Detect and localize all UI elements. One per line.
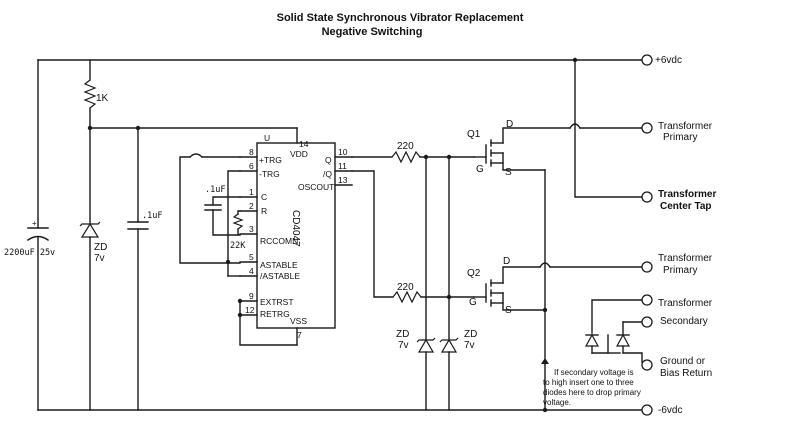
- zener-left: [416, 156, 436, 411]
- schematic-subtitle: Negative Switching: [322, 26, 423, 38]
- terminal-tp2[interactable]: [641, 261, 653, 273]
- ic-part-name: CD4047: [290, 210, 301, 247]
- resistor-1k-label: 1K: [96, 93, 109, 104]
- resistor-1k: [83, 59, 97, 129]
- capacitor-timing: [204, 196, 241, 236]
- ic-pin-12-label: RETRG: [260, 309, 290, 319]
- label-ct-line1: Transformer: [658, 189, 716, 200]
- label-pos6: +6vdc: [655, 55, 682, 66]
- ic-pin-6-num: 6: [249, 161, 254, 171]
- note-line-1: If secondary voltage is: [554, 368, 634, 377]
- q1-label: Q1: [467, 129, 481, 140]
- cap-timing-label: .1uF: [205, 185, 225, 195]
- q2-label: Q2: [467, 268, 481, 279]
- ic-pin-10-label: Q: [325, 155, 332, 165]
- q2-g-label: G: [469, 297, 477, 308]
- ic-pin-3-label: RCCOMN: [260, 236, 298, 246]
- ic-pin-11-num: 11: [338, 161, 347, 171]
- zener-right-label: ZD: [464, 329, 477, 340]
- label-neg6: -6vdc: [658, 405, 682, 416]
- mosfet-q1: [473, 127, 571, 171]
- ic-pin-5-num: 5: [249, 252, 254, 262]
- note-line-4: voltage.: [543, 398, 571, 407]
- label-tp2-line1: Transformer: [658, 253, 713, 264]
- note-line-3: diodes here to drop primary: [543, 388, 641, 397]
- terminal-neg6[interactable]: [641, 404, 653, 416]
- q1-d-label: D: [506, 119, 513, 130]
- resistor-220-bot: [392, 290, 422, 304]
- ic-pin14: 14: [299, 139, 309, 149]
- ic-u-label: U: [264, 133, 270, 143]
- ic-vdd: VDD: [290, 149, 308, 159]
- ic-pin-4-num: 4: [249, 266, 254, 276]
- zener-left-label: ZD: [396, 329, 409, 340]
- ic-vss: VSS: [290, 316, 307, 326]
- ic-pin-5-label: ASTABLE: [260, 260, 298, 270]
- terminal-ts[interactable]: [641, 294, 653, 306]
- cap-2200uf-label: 2200uF 25v: [4, 248, 55, 258]
- label-gnd-line1: Ground or: [660, 356, 706, 367]
- note-line-2: to high insert one to three: [543, 378, 634, 387]
- terminal-ts-tap[interactable]: [641, 316, 653, 328]
- capacitor-2200uf: +: [27, 59, 49, 411]
- zener-main-label: ZD: [94, 242, 107, 253]
- bias-diodes: [584, 299, 643, 363]
- ic-pin-10-num: 10: [338, 147, 348, 157]
- ic-pin-1-label: C: [261, 192, 267, 202]
- schematic-title: Solid State Synchronous Vibrator Replace…: [277, 12, 524, 24]
- ic-pin-6-label: -TRG: [259, 169, 280, 179]
- zener-right: [439, 156, 459, 411]
- q2-d-label: D: [503, 256, 510, 267]
- mosfet-q2: [473, 266, 546, 311]
- resistor-22k: [232, 210, 244, 236]
- zener-main-voltage: 7v: [94, 253, 105, 264]
- label-ts-line2: Secondary: [660, 316, 708, 327]
- cap-0-1uf-label: .1uF: [142, 211, 162, 221]
- label-tp1-line2: Primary: [663, 132, 697, 143]
- label-tp2-line2: Primary: [663, 265, 697, 276]
- label-tp1-line1: Transformer: [658, 121, 713, 132]
- q2-s-label: S: [505, 305, 512, 316]
- ic-pin-9-label: EXTRST: [260, 297, 294, 307]
- ic-pin-3-num: 3: [249, 224, 254, 234]
- terminal-gnd[interactable]: [641, 359, 653, 371]
- label-gnd-line2: Bias Return: [660, 368, 712, 379]
- q1-s-label: S: [505, 167, 512, 178]
- resistor-22k-label: 22K: [230, 241, 246, 251]
- zener-main: [79, 127, 101, 411]
- capacitor-0-1uf: [127, 127, 149, 411]
- ic-pin-8-num: 8: [249, 147, 254, 157]
- terminal-pos6[interactable]: [641, 54, 653, 66]
- ic-pin-9-num: 9: [249, 291, 254, 301]
- ic-pin-11-label: /Q: [323, 169, 332, 179]
- ic-pin-8-label: +TRG: [259, 155, 282, 165]
- ic-pin-1-num: 1: [249, 187, 254, 197]
- label-ct-line2: Center Tap: [660, 201, 712, 212]
- ic-pin-13-num: 13: [338, 175, 348, 185]
- ic-pin-12-num: 12: [245, 305, 255, 315]
- zener-left-voltage: 7v: [398, 340, 409, 351]
- label-ts-line1: Transformer: [658, 298, 713, 309]
- ic-cd4047: [256, 142, 336, 329]
- svg-text:+: +: [32, 219, 37, 228]
- q1-g-label: G: [476, 164, 484, 175]
- resistor-220-top-label: 220: [397, 141, 414, 152]
- zener-right-voltage: 7v: [464, 340, 475, 351]
- terminal-center-tap[interactable]: [641, 191, 653, 203]
- resistor-220-top: [391, 150, 421, 164]
- ic-pin-4-label: /ASTABLE: [260, 271, 300, 281]
- ic-pin-2-label: R: [261, 206, 267, 216]
- resistor-220-bot-label: 220: [397, 282, 414, 293]
- ic-pin-13-label: OSCOUT: [298, 182, 334, 192]
- terminal-tp1[interactable]: [641, 122, 653, 134]
- ic-pin7: 7: [297, 330, 302, 340]
- ic-pin-2-num: 2: [249, 201, 254, 211]
